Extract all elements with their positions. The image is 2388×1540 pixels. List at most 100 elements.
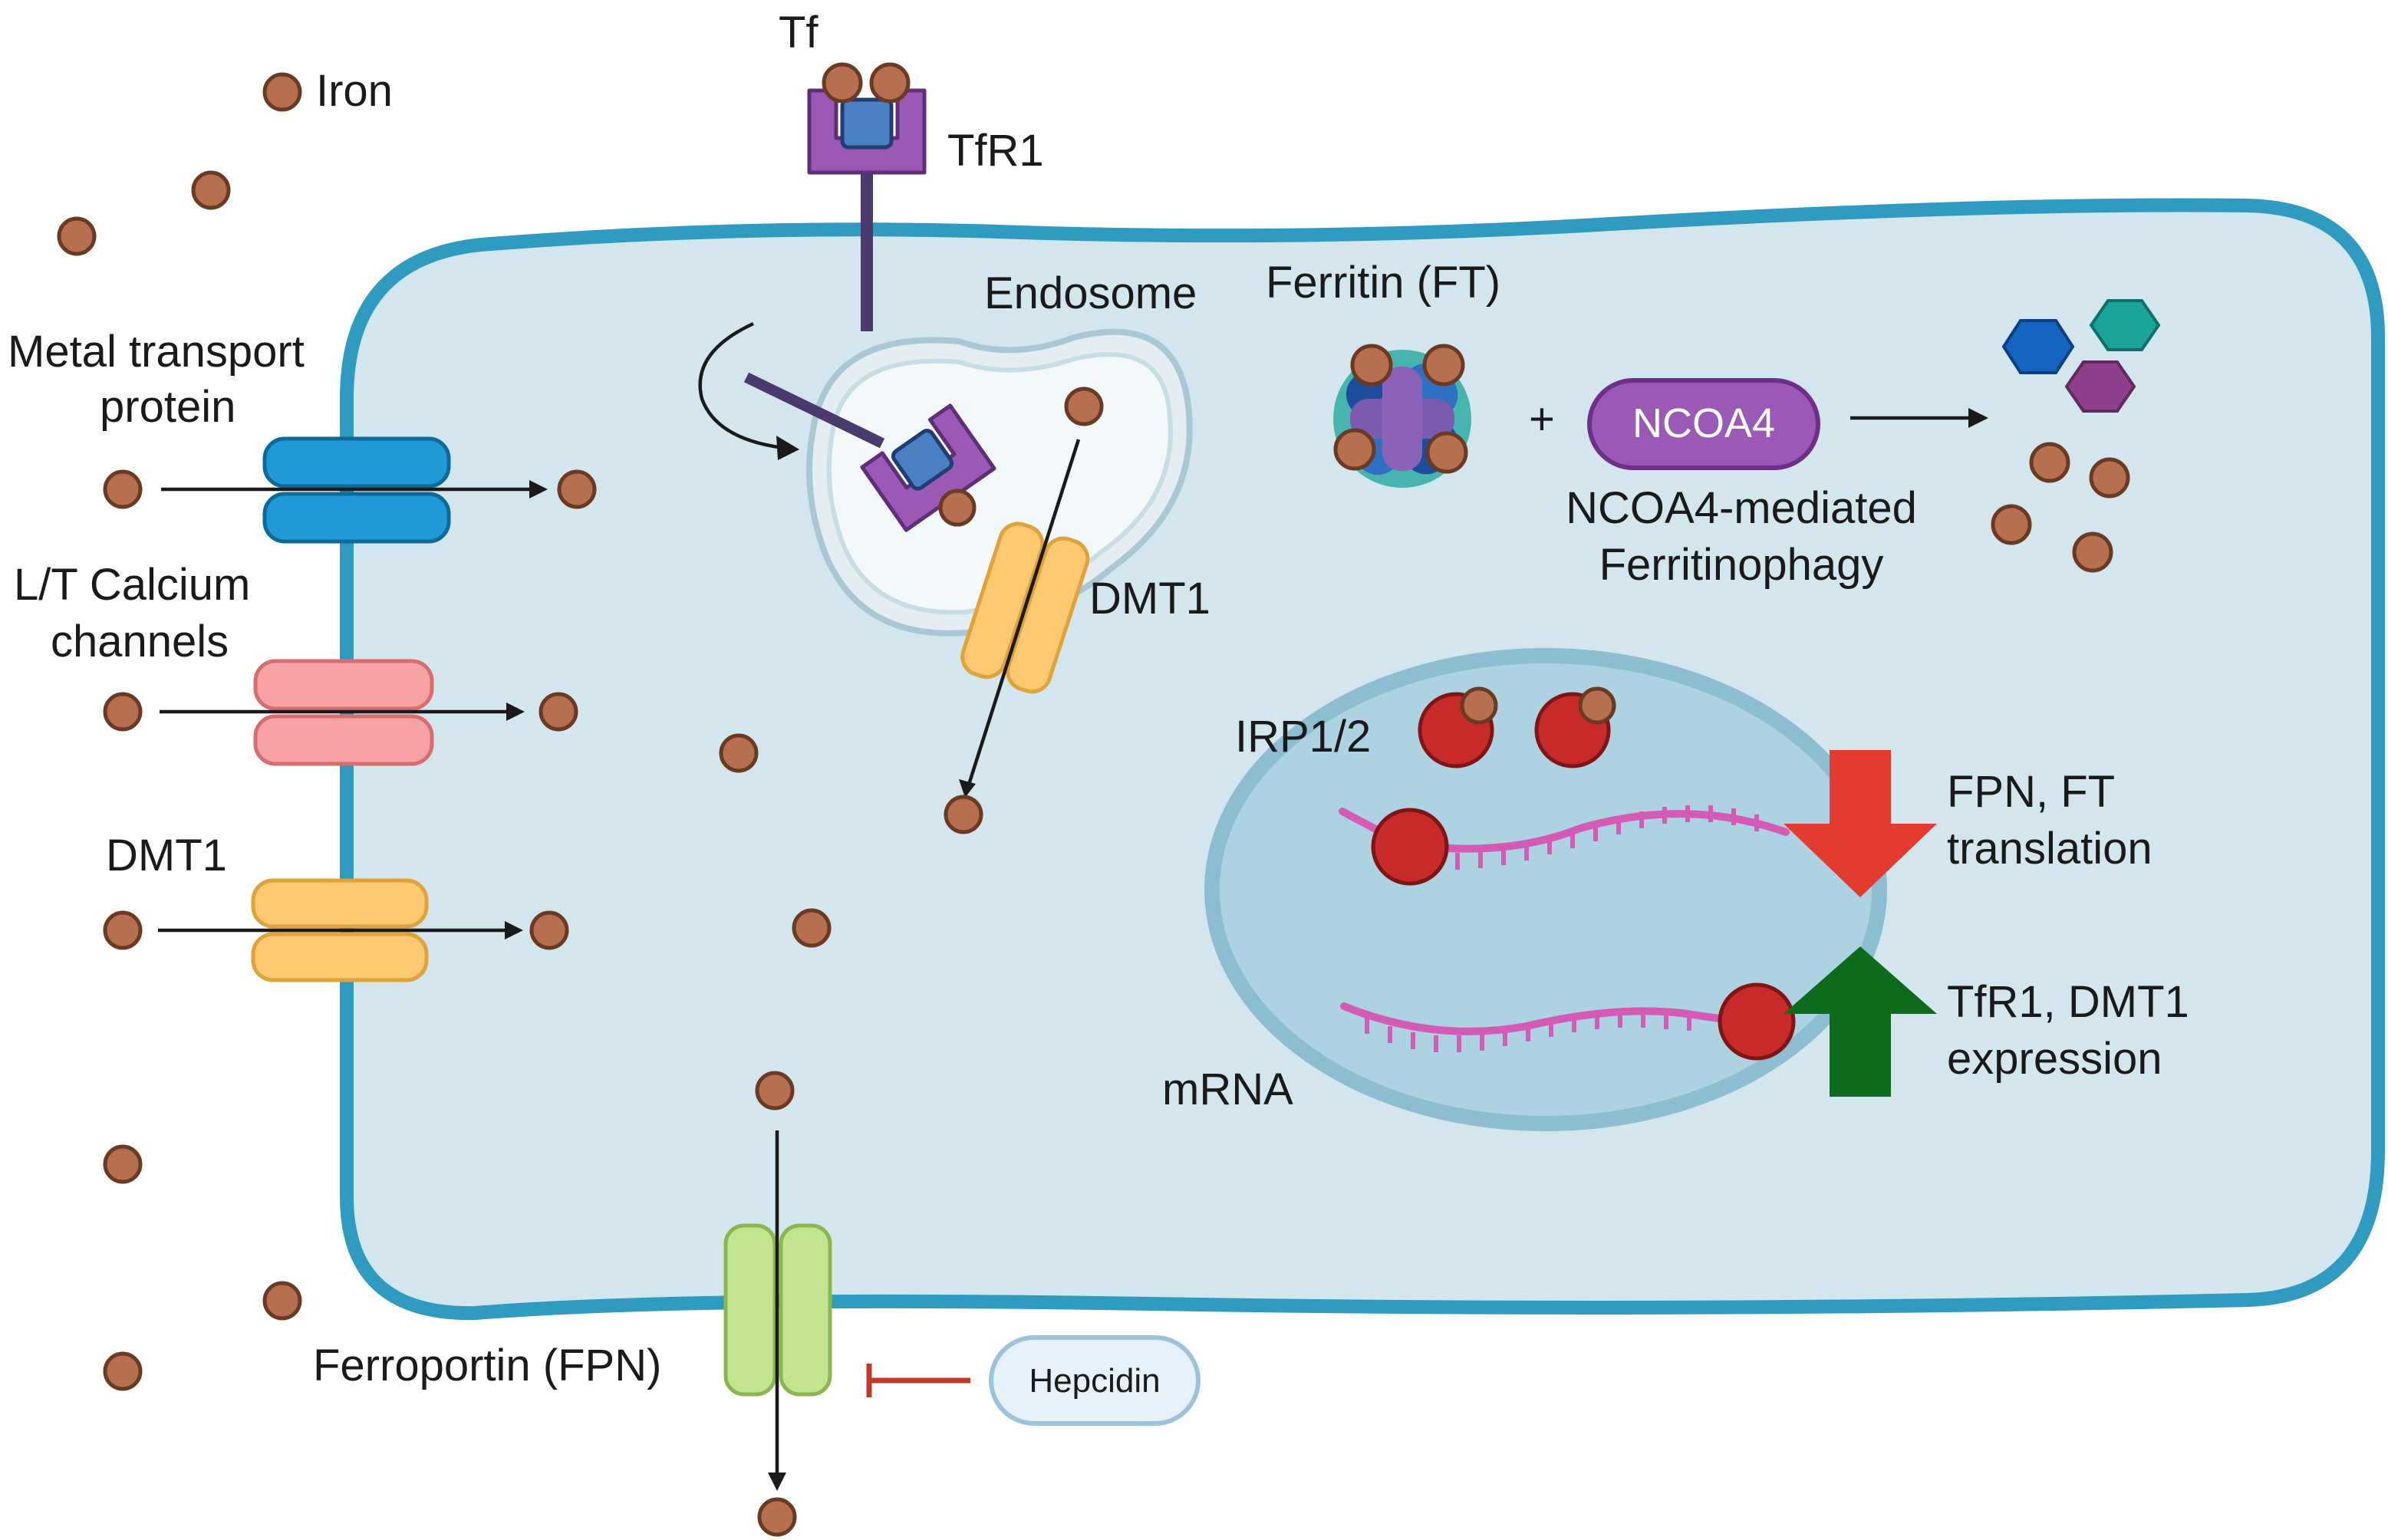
ncoa4-capsule: [1587, 378, 1820, 470]
ferritinophagy-label-line1: NCOA4-mediated: [1566, 483, 1917, 533]
iron-legend-label: Iron: [316, 66, 393, 116]
channel-subunit: [723, 1223, 777, 1397]
channel-subunit: [253, 714, 434, 766]
mrna-strand-upper: [1339, 805, 1790, 886]
irp-label: IRP1/2: [1235, 712, 1371, 762]
mrna-bases: [1455, 805, 1759, 870]
endocytosis-arrow: [698, 321, 791, 451]
tfr1-label: TfR1: [947, 126, 1044, 176]
ferritin-fragments: [1991, 299, 2161, 573]
iron-icon: [103, 469, 143, 509]
ferroportin-arrow-head: [768, 1473, 786, 1491]
channel-subunit: [251, 878, 429, 929]
up-label-line2: expression: [1947, 1034, 2162, 1084]
iron-icon: [822, 62, 863, 104]
tf-label: Tf: [779, 8, 819, 58]
iron-icon: [1460, 686, 1498, 725]
metal-transport-arrow-head: [529, 480, 548, 499]
dmt1-subunit: [960, 522, 1045, 680]
down-label-line1: FPN, FT: [1947, 767, 2115, 817]
ferritinophagy-arrow-head: [1968, 408, 1988, 428]
calcium-label-line1: L/T Calcium: [14, 560, 250, 610]
ferroportin-label: Ferroportin (FPN): [313, 1341, 661, 1390]
up-arrow: [1784, 946, 1937, 1097]
metal-transport-label-line2: protein: [100, 382, 236, 432]
dmt1-endosome-arrow: [966, 439, 1081, 788]
iron-icon: [557, 469, 597, 509]
ferritin-complex: [1333, 344, 1471, 488]
transferrin-icon: [891, 429, 954, 491]
dmt1-endosome-channel: [960, 522, 1090, 694]
iron-icon: [1333, 428, 1376, 471]
irp-proteins: [1418, 686, 1616, 768]
mrna-backbone: [1340, 1002, 1761, 1035]
iron-icon: [103, 1144, 143, 1184]
iron-icon: [1422, 344, 1465, 387]
fragment-hexagon: [2001, 319, 2075, 374]
irp-icon: [1371, 808, 1449, 886]
iron-icon: [1991, 504, 2032, 545]
dmt1-membrane-channel: [251, 878, 429, 982]
mrna-strand-lower: [1340, 982, 1796, 1061]
metal-transport-label-line1: Metal transport: [8, 327, 305, 377]
mrna-bases: [1365, 1011, 1691, 1052]
channel-subunit: [253, 659, 434, 711]
metal-transport-protein: [262, 436, 451, 544]
fragment-hexagon: [2089, 299, 2161, 351]
iron-icon: [792, 908, 832, 948]
channel-subunit: [779, 1223, 832, 1397]
calcium-label-line2: channels: [51, 617, 229, 666]
endosome-label: Endosome: [984, 268, 1197, 318]
iron-icon: [1425, 431, 1468, 474]
ferritin-subunit: [1382, 367, 1422, 471]
tfr1-receptor-outer: [807, 62, 927, 175]
iron-icon: [262, 1281, 302, 1321]
iron-icon: [103, 692, 143, 732]
iron-icon: [57, 216, 97, 256]
transferrin-icon: [840, 97, 894, 150]
hepcidin-label: Hepcidin: [1029, 1362, 1160, 1400]
channel-subunit: [262, 436, 451, 489]
ferroportin-channel: [723, 1223, 832, 1397]
calcium-channel: [253, 659, 434, 766]
dmt1-membrane-label: DMT1: [106, 831, 227, 880]
iron-icon: [103, 1351, 143, 1391]
dmt1-membrane-arrow-head: [505, 921, 523, 939]
fragment-hexagon: [2064, 360, 2136, 413]
nucleus: [1204, 648, 1887, 1131]
iron-legend-icon: [262, 72, 302, 112]
calcium-arrow-head: [506, 703, 525, 721]
channel-subunit: [262, 492, 451, 544]
iron-icon: [757, 1497, 797, 1537]
iron-icon: [1350, 344, 1393, 387]
tfr1-stalk-internal: [743, 372, 885, 449]
channel-subunit: [251, 932, 429, 982]
irp-icon: [1718, 982, 1796, 1061]
extracellular-iron: [57, 170, 302, 1391]
plus-sign: +: [1529, 394, 1555, 444]
mrna-label: mRNA: [1162, 1065, 1293, 1114]
up-label-line1: TfR1, DMT1: [1947, 977, 2189, 1027]
iron-icon: [1578, 686, 1616, 725]
tfr1-icon: [860, 403, 996, 532]
iron-icon: [539, 692, 578, 732]
hepcidin-capsule: [989, 1335, 1201, 1426]
iron-icon: [2089, 457, 2130, 499]
tfr1-receptor-internal: [860, 403, 996, 532]
endocytosis-arrow-head: [776, 436, 799, 460]
iron-icon: [938, 489, 977, 527]
dmt1-endosome-label: DMT1: [1089, 574, 1210, 624]
ferritinophagy-label-line2: Ferritinophagy: [1599, 540, 1884, 590]
dmt1-endosome-arrow-head: [959, 779, 976, 798]
down-label-line2: translation: [1947, 824, 2152, 874]
iron-icon: [2072, 531, 2113, 573]
down-arrow: [1784, 750, 1937, 897]
iron-icon: [869, 62, 911, 104]
iron-icon: [719, 733, 759, 773]
iron-icon: [755, 1071, 795, 1111]
iron-icon: [529, 910, 569, 950]
iron-icon: [103, 910, 143, 950]
iron-icon: [1064, 387, 1104, 426]
ferritin-label: Ferritin (FT): [1266, 258, 1500, 308]
